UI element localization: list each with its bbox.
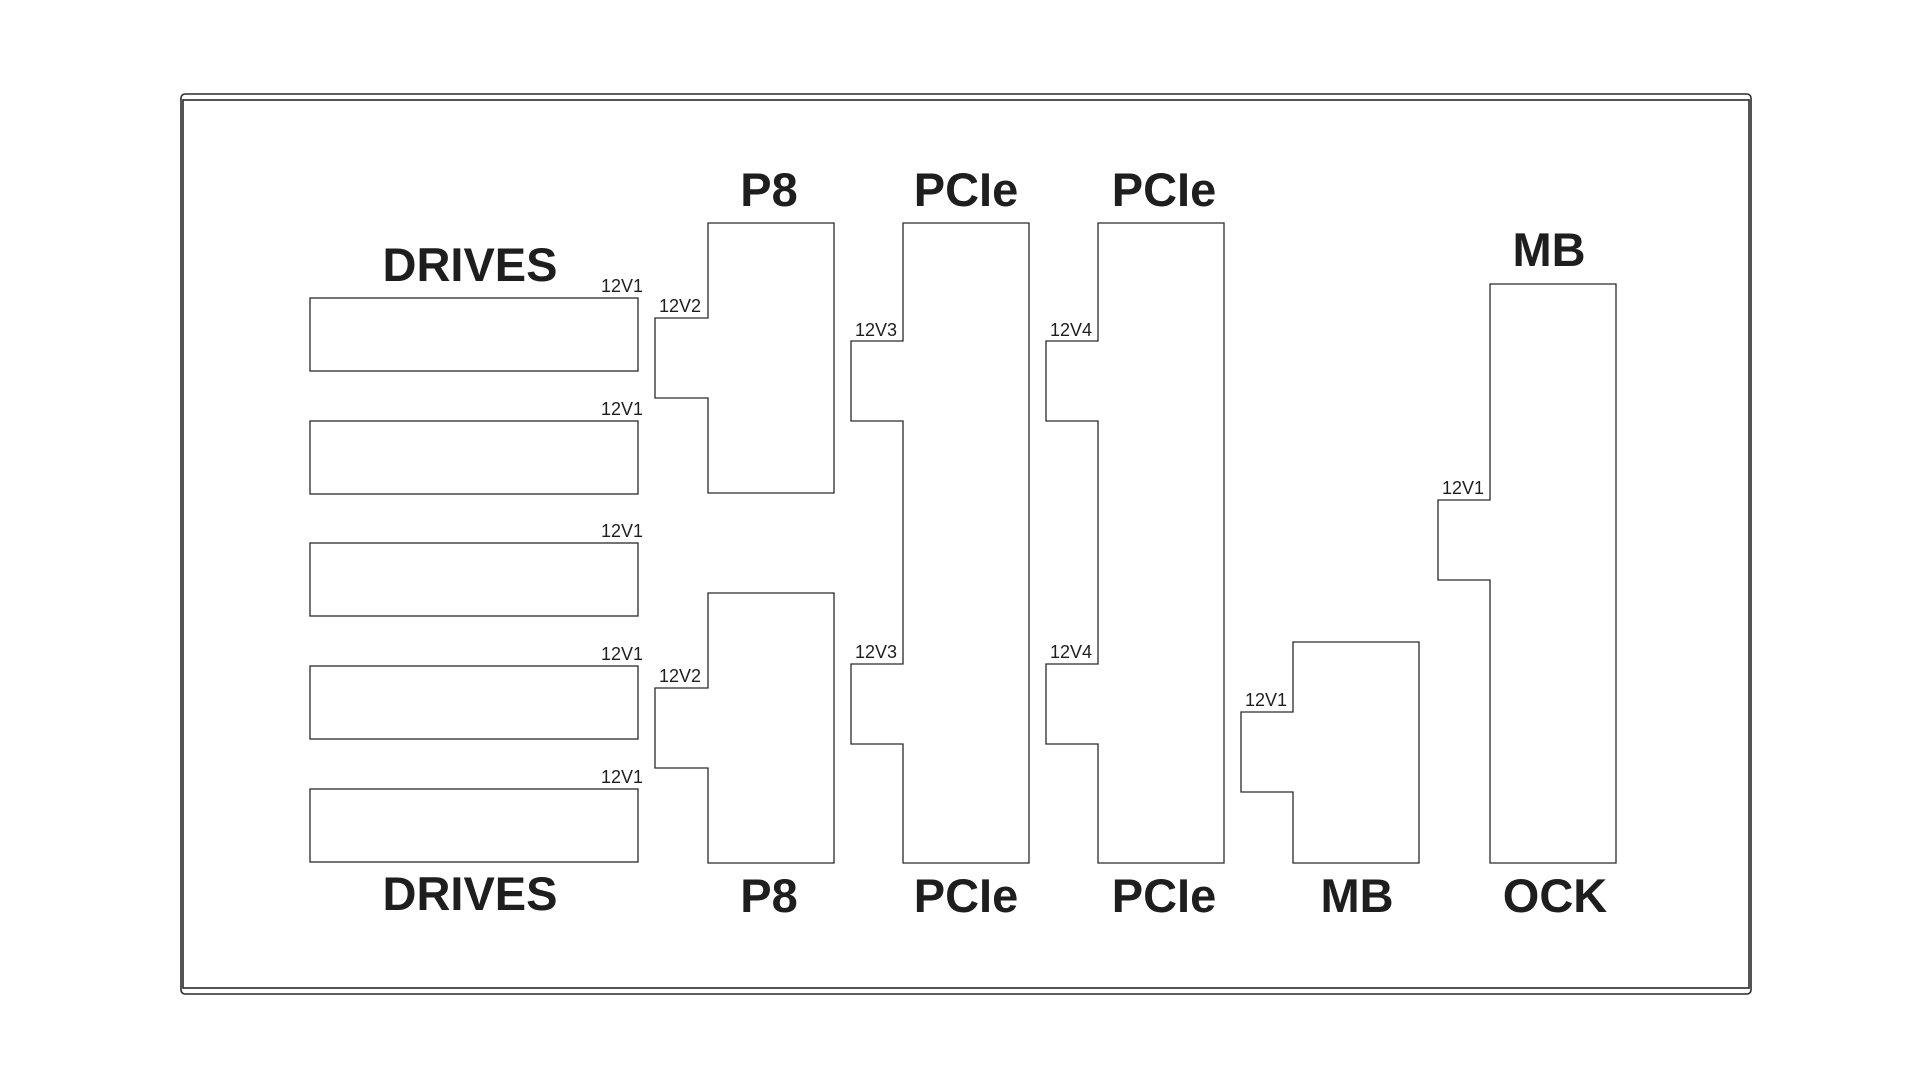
- drives-label-bottom: DRIVES: [383, 867, 558, 920]
- mb-connector-small: [1240, 641, 1420, 864]
- mb-large-rail-label: 12V1: [1442, 478, 1484, 498]
- mb-large-label-top: MB: [1512, 223, 1585, 276]
- drive-connector-4: [309, 665, 639, 740]
- pcie-2-bottom-rail-label: 12V4: [1050, 642, 1092, 662]
- drive-connector-5: [309, 788, 639, 863]
- drive-2-rail-label: 12V1: [601, 399, 643, 419]
- p8-connector-bottom: [654, 592, 835, 864]
- pcie-1-top-rail-label: 12V3: [855, 320, 897, 340]
- pcie-2-label-bottom: PCIe: [1112, 869, 1217, 922]
- p8-label-top: P8: [740, 163, 798, 216]
- pcie-2-top-rail-label: 12V4: [1050, 320, 1092, 340]
- mb-connector-large: [1437, 283, 1617, 864]
- p8-label-bottom: P8: [740, 869, 798, 922]
- panel-frame-outer: [180, 93, 1752, 995]
- mb-small-label-bottom: MB: [1320, 869, 1393, 922]
- pcie-2-label-top: PCIe: [1112, 163, 1217, 216]
- pcie-1-label-top: PCIe: [914, 163, 1019, 216]
- drive-connector-1: [309, 297, 639, 372]
- pcie-connector-1: [850, 222, 1030, 864]
- drive-connector-2: [309, 420, 639, 495]
- drive-1-rail-label: 12V1: [601, 276, 643, 296]
- pcie-connector-2: [1045, 222, 1225, 864]
- p8-connector-top: [654, 222, 835, 494]
- panel-frame-inner: [182, 99, 1750, 989]
- pcie-1-label-bottom: PCIe: [914, 869, 1019, 922]
- ock-label-bottom: OCK: [1503, 869, 1608, 922]
- mb-small-rail-label: 12V1: [1245, 690, 1287, 710]
- drive-connector-3: [309, 542, 639, 617]
- drive-4-rail-label: 12V1: [601, 644, 643, 664]
- drive-5-rail-label: 12V1: [601, 767, 643, 787]
- pcie-1-bottom-rail-label: 12V3: [855, 642, 897, 662]
- p8-bottom-rail-label: 12V2: [659, 666, 701, 686]
- p8-top-rail-label: 12V2: [659, 296, 701, 316]
- drives-label-top: DRIVES: [383, 238, 558, 291]
- drive-3-rail-label: 12V1: [601, 521, 643, 541]
